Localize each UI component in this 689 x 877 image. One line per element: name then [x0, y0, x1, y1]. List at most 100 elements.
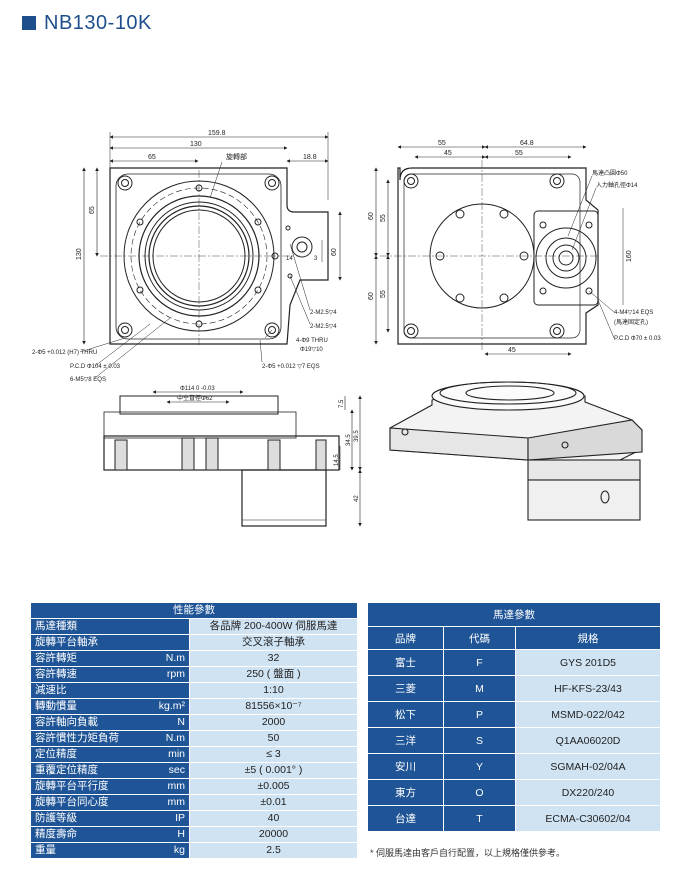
perf-cell-k: 轉動慣量	[31, 698, 123, 715]
perf-cell-v: 交叉滾子軸承	[189, 634, 357, 651]
perf-cell-u	[123, 618, 190, 635]
side-label-shaft: 入力軸孔徑Φ14	[596, 181, 638, 189]
motor-cell-m: MSMD-022/042	[515, 701, 660, 728]
perf-cell-u: mm	[123, 794, 190, 811]
front-label-thru: 4-Φ9 THRU	[296, 338, 328, 344]
perf-cell-u: sec	[123, 762, 190, 779]
front-dim-vhalf: 65	[89, 206, 96, 214]
side-dim-i: 45	[508, 347, 516, 354]
front-label-m25b: 2-M2.5▽4	[310, 324, 337, 330]
perf-cell-k: 精度壽命	[31, 826, 123, 843]
side-dim-e: 60	[368, 212, 375, 220]
perf-cell-v: ≤ 3	[189, 746, 357, 763]
perf-cell-u: N.m	[123, 730, 190, 747]
motor-cell-c: O	[443, 779, 516, 806]
perf-row: 減速比 1:10	[31, 682, 357, 699]
technical-drawing: 159.8 130 65 18.8 65 130 旋轉部 2-Φ5 +0.012…	[32, 130, 661, 527]
motor-cell-b: 東方	[368, 779, 444, 806]
motor-cell-c: F	[443, 649, 516, 676]
perf-cell-u: kg	[123, 842, 190, 859]
perf-cell-v: 81556×10⁻⁷	[189, 698, 357, 715]
side-dim-c: 45	[444, 150, 452, 157]
page-title: NB130-10K	[22, 11, 152, 35]
section-label-d62: 中空直徑Φ62	[177, 394, 213, 402]
front-label-m25a: 2-M2.5▽4	[310, 310, 337, 316]
perf-cell-k: 減速比	[31, 682, 123, 699]
perf-cell-v: 32	[189, 650, 357, 667]
front-dim-overall: 159.8	[208, 130, 226, 137]
perf-cell-v: 各品牌 200-400W 伺服馬達	[189, 618, 357, 635]
section-label-d42: 42	[354, 495, 360, 502]
perf-cell-k: 容許軸向負載	[31, 714, 123, 731]
perf-cell-u: mm	[123, 778, 190, 795]
motor-col-code: 代碼	[443, 626, 516, 650]
performance-table: 性能參數 馬達種類各品牌 200-400W 伺服馬達旋轉平台軸承交叉滾子軸承容許…	[31, 603, 357, 859]
section-label-d75: 7.5	[339, 399, 345, 408]
side-dim-j: 160	[626, 250, 633, 262]
front-label-cb: Φ19▽10	[300, 347, 323, 353]
front-label-m5: 6-M5▽8 EQS	[70, 377, 106, 383]
motor-cell-b: 松下	[368, 701, 444, 728]
front-label-d14: 14	[286, 256, 293, 262]
side-dim-h: 55	[380, 290, 387, 298]
front-dim-height: 130	[76, 248, 83, 260]
motor-cell-c: P	[443, 701, 516, 728]
perf-cell-k: 馬達種類	[31, 618, 123, 635]
front-label-bearing: 旋轉部	[226, 152, 247, 161]
motor-cell-m: HF-KFS-23/43	[515, 675, 660, 702]
perf-row: 旋轉平台軸承 交叉滾子軸承	[31, 634, 357, 651]
perf-cell-v: ±0.01	[189, 794, 357, 811]
motor-cell-m: Q1AA06020D	[515, 727, 660, 754]
section-label-d14: 14.5	[334, 454, 340, 466]
perf-cell-k: 旋轉平台平行度	[31, 778, 123, 795]
perf-cell-v: ±5 ( 0.001° )	[189, 762, 357, 779]
side-view	[374, 145, 624, 356]
front-dim-half: 65	[148, 154, 156, 161]
motor-cell-m: DX220/240	[515, 779, 660, 806]
perf-cell-v: 1:10	[189, 682, 357, 699]
motor-cell-c: M	[443, 675, 516, 702]
perf-cell-k: 旋轉平台軸承	[31, 634, 123, 651]
front-label-pcd: P.C.D Φ104 ± 0.03	[70, 364, 121, 370]
side-dim-d: 55	[515, 150, 523, 157]
motor-cell-b: 安川	[368, 753, 444, 780]
motor-table-note: * 伺服馬達由客戶自行配置，以上規格僅供參考。	[370, 848, 566, 858]
title-square-icon	[22, 16, 36, 30]
front-dim-ear-h: 60	[331, 248, 338, 256]
perf-cell-k: 重量	[31, 842, 123, 859]
motor-col-spec: 規格	[515, 626, 660, 650]
front-label-h2: 2-Φ5 +0.012 ▽7 EQS	[262, 364, 320, 370]
motor-cell-b: 富士	[368, 649, 444, 676]
side-label-pcd: P.C.D Φ70 ± 0.03	[614, 336, 661, 342]
motor-col-brand: 品牌	[368, 626, 444, 650]
motor-cell-c: T	[443, 805, 516, 832]
motor-cell-b: 台達	[368, 805, 444, 832]
perf-cell-u: H	[123, 826, 190, 843]
perf-cell-k: 容許轉矩	[31, 650, 123, 667]
perf-cell-v: 50	[189, 730, 357, 747]
perf-cell-k: 旋轉平台同心度	[31, 794, 123, 811]
performance-table-header: 性能參數	[31, 603, 357, 619]
motor-table-header: 馬達參數	[368, 603, 660, 627]
side-dim-f: 55	[380, 214, 387, 222]
perf-cell-u	[123, 682, 190, 699]
perf-cell-u: kg.m²	[123, 698, 190, 715]
title-text: NB130-10K	[44, 11, 152, 34]
section-label-d345: 34.5	[346, 434, 352, 446]
perf-cell-v: 2.5	[189, 842, 357, 859]
